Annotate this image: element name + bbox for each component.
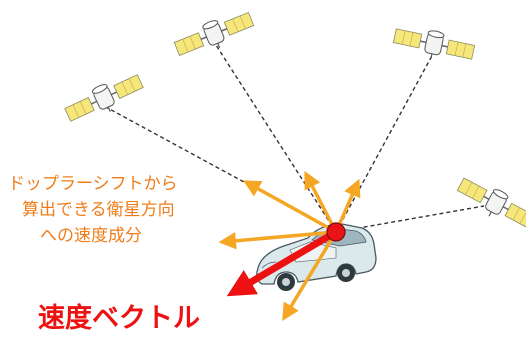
caption-line-2: 算出できる衛星方向 [22,200,175,220]
car-icon [256,223,377,291]
caption-line-1: ドップラーシフトから [8,174,178,194]
velocity-vector-label: 速度ベクトル [38,303,200,334]
component-arrow-5 [282,231,338,321]
satellite-top-right [391,22,477,68]
component-arrow-4 [218,230,337,250]
sight-line-top-left [213,41,337,233]
satellite-right [452,171,526,236]
caption-line-3: への速度成分 [40,226,142,246]
velocity-vector-arrow [226,228,338,297]
component-arrow-1 [242,180,337,234]
component-arrow-2 [304,170,338,233]
sight-line-top-right [335,51,435,233]
satellite-left [61,68,148,130]
satellite-top-left [171,6,258,64]
receiver-dot [326,222,346,242]
